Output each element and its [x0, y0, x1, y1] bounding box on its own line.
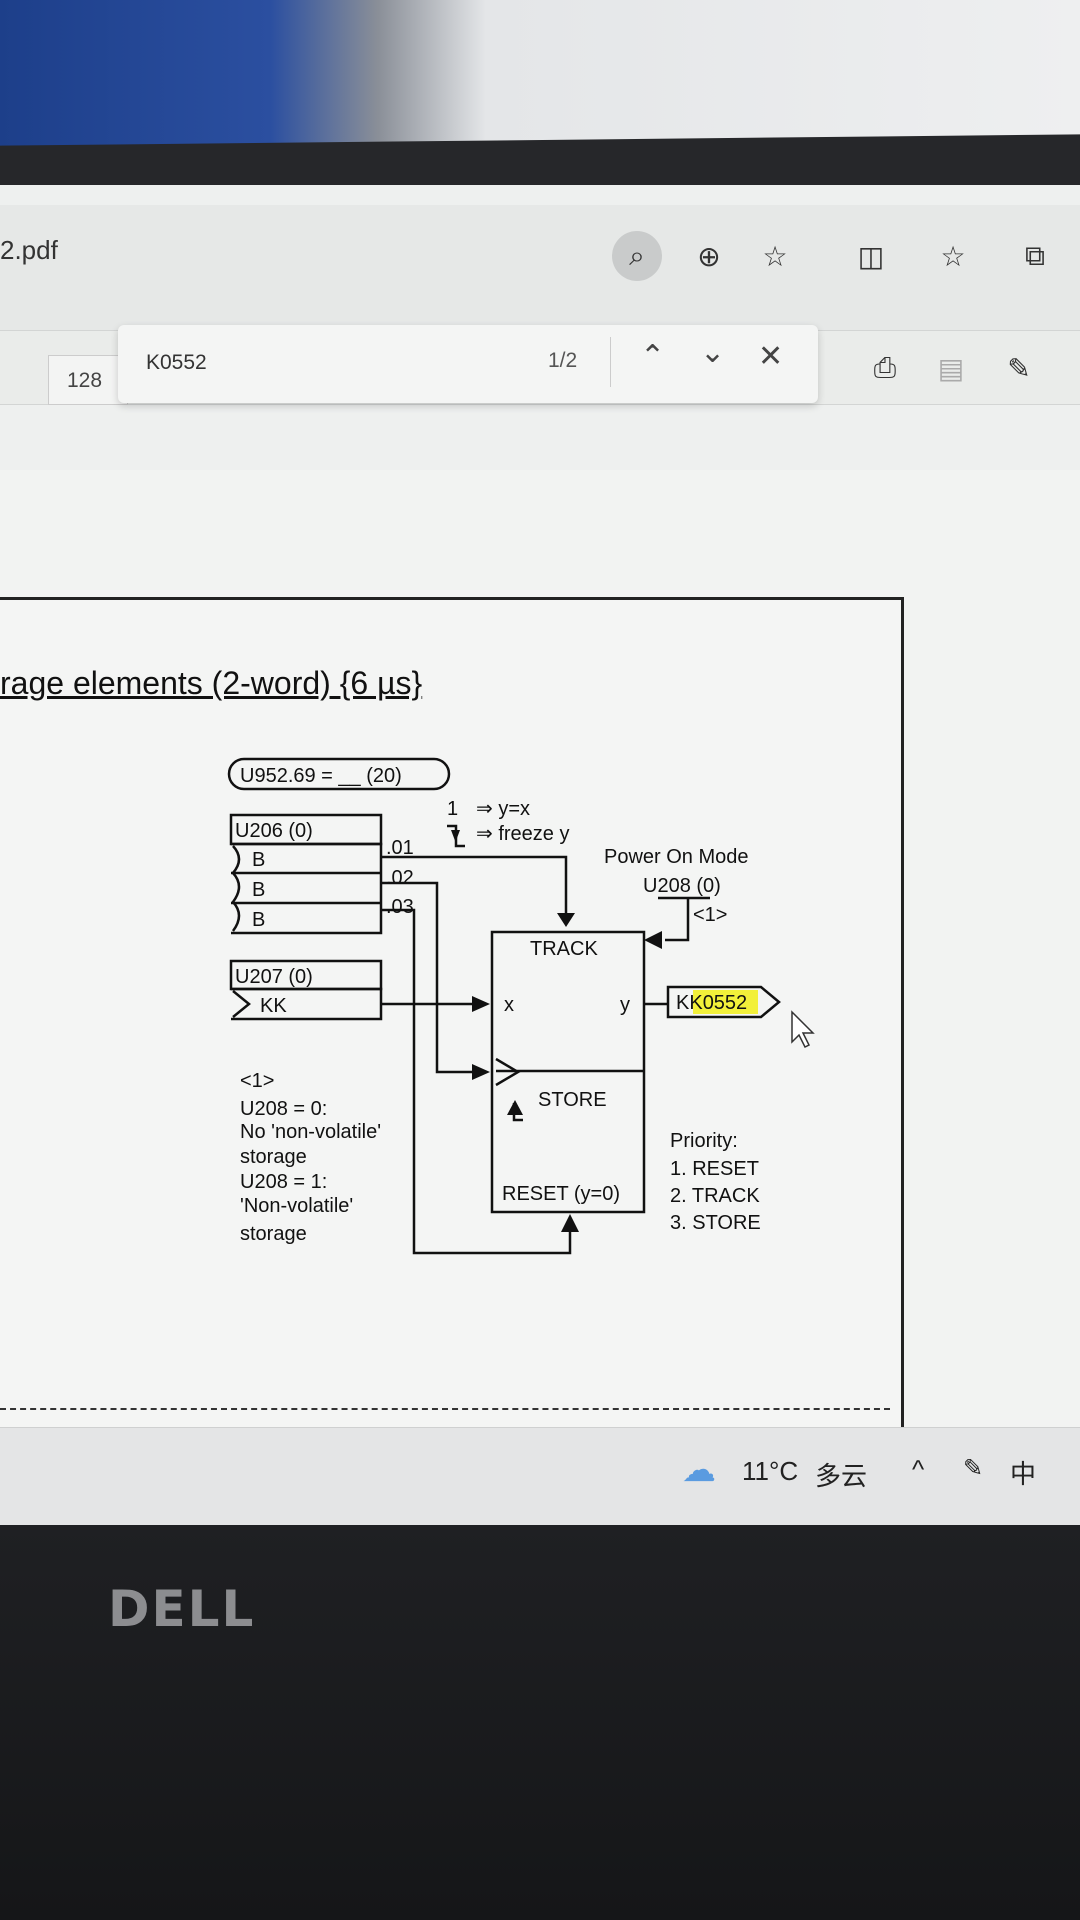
u206-label: U206 (0) — [235, 820, 313, 842]
b-label: B — [252, 879, 265, 901]
u208-label: U208 (0) — [643, 875, 721, 897]
block-diagram: U952.69 = __ (20) U206 (0) B B B .01 .02… — [227, 757, 815, 1255]
save-icon[interactable]: ▤ — [937, 352, 965, 384]
pen-icon[interactable]: ✎ — [963, 1455, 984, 1482]
page-divider — [0, 1408, 890, 1410]
split-screen-icon[interactable]: ◫ — [857, 240, 885, 272]
priority-line: 1. RESET — [670, 1158, 759, 1180]
kk-label: KK — [260, 995, 287, 1017]
param-label: U952.69 = __ (20) — [240, 765, 402, 787]
x-label: x — [504, 994, 514, 1016]
legend-freeze: ⇒ freeze y — [476, 823, 569, 845]
screen: 2.pdf ⌕ ⊕ ☆ ◫ ☆ ⧉ ⎙ ▤ ✎ 128 K0552 1/2 ⌃ … — [0, 185, 1080, 1525]
laptop-bezel-bottom — [0, 1525, 1080, 1920]
section-title: rage elements (2-word) {6 µs} — [0, 665, 423, 701]
priority-line: 3. STORE — [670, 1212, 761, 1234]
reset-label: RESET (y=0) — [502, 1183, 620, 1205]
note-line: storage — [240, 1223, 307, 1245]
temperature[interactable]: 11°C — [742, 1456, 799, 1486]
weather-cloud-icon[interactable]: ☁ — [682, 1451, 716, 1489]
chevron-up-icon[interactable]: ^ — [912, 1454, 925, 1484]
next-result-button[interactable]: ⌄ — [700, 336, 726, 369]
y-label: y — [620, 994, 630, 1016]
b-label: B — [252, 909, 265, 931]
save-as-icon[interactable]: ✎ — [1007, 352, 1031, 384]
suffix-01: .01 — [386, 837, 414, 859]
suffix-02: .02 — [386, 867, 414, 889]
find-input[interactable]: K0552 — [146, 351, 207, 374]
note-line: <1> — [240, 1070, 274, 1092]
file-name: 2.pdf — [0, 235, 58, 265]
output-label: KK0552 — [676, 992, 747, 1014]
previous-result-button[interactable]: ⌃ — [640, 340, 666, 373]
param-pill — [227, 757, 451, 791]
note-line: U208 = 0: — [240, 1098, 327, 1120]
favorites-icon[interactable]: ☆ — [940, 240, 966, 272]
background-photo — [0, 0, 1080, 150]
ime-indicator[interactable]: 中 — [1010, 1459, 1037, 1489]
clock-edge-icon — [495, 1057, 521, 1087]
dell-logo: DELL — [108, 1580, 256, 1638]
find-count: 1/2 — [548, 349, 578, 372]
note-ref: <1> — [693, 904, 727, 926]
note-line: 'Non-volatile' — [240, 1195, 353, 1217]
legend-yx: ⇒ y=x — [476, 798, 530, 820]
suffix-03: .03 — [386, 896, 414, 918]
find-bar: K0552 1/2 ⌃ ⌄ ✕ — [118, 325, 818, 403]
divider — [610, 337, 611, 387]
track-label: TRACK — [530, 938, 598, 960]
store-label: STORE — [538, 1089, 607, 1111]
priority-line: Priority: — [670, 1130, 738, 1152]
output-connector — [666, 985, 781, 1019]
zoom-in-icon[interactable]: ⊕ — [697, 240, 721, 272]
browser-title-bar: 2.pdf ⌕ ⊕ ☆ ◫ ☆ ⧉ — [0, 205, 1080, 330]
priority-line: 2. TRACK — [670, 1185, 760, 1207]
mouse-cursor-icon — [791, 1010, 815, 1049]
taskbar: ☁ 11°C 多云 ^ ✎ 中 — [0, 1427, 1080, 1525]
print-icon[interactable]: ⎙ — [873, 351, 897, 383]
legend-1: 1 — [447, 798, 458, 820]
u207-label: U207 (0) — [235, 966, 313, 988]
close-find-button[interactable]: ✕ — [758, 340, 784, 373]
weather-text[interactable]: 多云 — [815, 1461, 868, 1491]
power-on-mode-label: Power On Mode — [604, 846, 749, 868]
b-label: B — [252, 849, 265, 871]
add-favorite-icon[interactable]: ☆ — [762, 240, 788, 272]
collections-icon[interactable]: ⧉ — [1025, 239, 1045, 271]
note-line: U208 = 1: — [240, 1171, 327, 1193]
search-highlight — [693, 990, 758, 1014]
search-in-page-icon[interactable]: ⌕ — [612, 231, 662, 281]
note-line: storage — [240, 1146, 307, 1168]
note-line: No 'non-volatile' — [240, 1121, 381, 1143]
page-number-input[interactable]: 128 — [48, 355, 128, 405]
